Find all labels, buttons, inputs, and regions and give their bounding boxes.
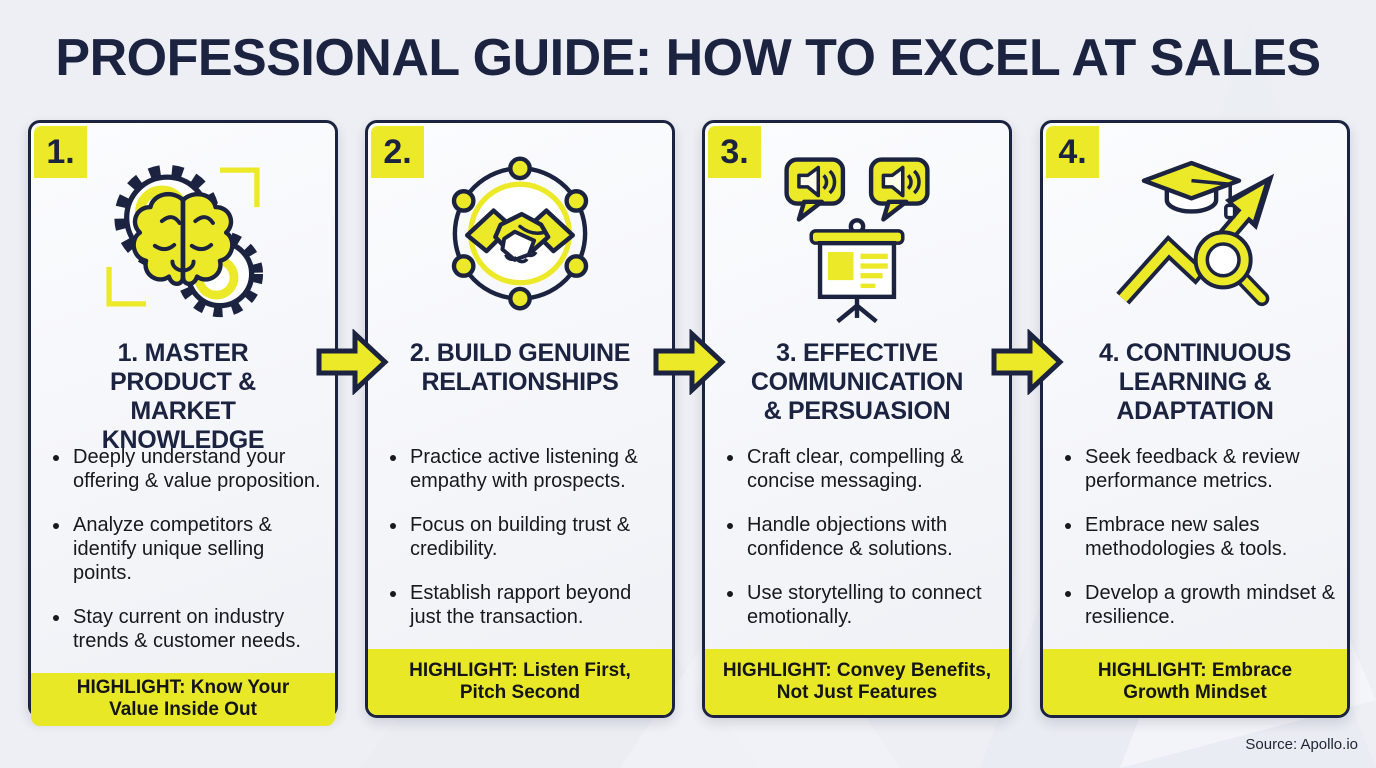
step-card-2: 2. (365, 120, 675, 718)
growth-learning-icon (1116, 161, 1275, 307)
brain-gears-icon (106, 164, 264, 318)
handshake-network-icon (451, 156, 589, 311)
bullet-item: Deeply understand your offering & value … (71, 445, 325, 493)
highlight-bar: HIGHLIGHT: Embrace Growth Mindset (1043, 649, 1347, 715)
step-number-badge: 1. (34, 126, 87, 178)
bullet-item: Use storytelling to connect emotionally. (745, 581, 999, 629)
bullet-list: Deeply understand your offering & value … (71, 445, 325, 673)
presentation-speech-icon (784, 157, 930, 324)
highlight-bar: HIGHLIGHT: Listen First, Pitch Second (368, 649, 672, 715)
step-number-badge: 2. (371, 126, 424, 178)
source-attribution: Source: Apollo.io (1245, 736, 1358, 753)
bullet-item: Develop a growth mindset & resilience. (1083, 581, 1337, 629)
bullet-item: Craft clear, compelling & concise messag… (745, 445, 999, 493)
card-title: 4. CONTINUOUS LEARNING & ADAPTATION (1099, 339, 1291, 426)
step-card-3: 3. (702, 120, 1012, 718)
bullet-list: Seek feedback & review performance metri… (1083, 445, 1337, 649)
flow-arrow-icon (653, 329, 726, 395)
bullet-item: Stay current on industry trends & custom… (71, 605, 325, 653)
step-card-4: 4. 4. CONTINUOUS LEARNING & ADAPTATION (1040, 120, 1350, 718)
bullet-list: Craft clear, compelling & concise messag… (745, 445, 999, 649)
bullet-item: Analyze competitors & identify unique se… (71, 513, 325, 585)
bullet-list: Practice active listening & empathy with… (408, 445, 662, 649)
bullet-item: Practice active listening & empathy with… (408, 445, 662, 493)
bullet-item: Focus on building trust & credibility. (408, 513, 662, 561)
flow-arrow-icon (316, 329, 389, 395)
bullet-item: Handle objections with confidence & solu… (745, 513, 999, 561)
highlight-bar: HIGHLIGHT: Know Your Value Inside Out (31, 673, 335, 726)
highlight-bar: HIGHLIGHT: Convey Benefits, Not Just Fea… (705, 649, 1009, 715)
bullet-item: Embrace new sales methodologies & tools. (1083, 513, 1337, 561)
step-number-badge: 3. (708, 126, 761, 178)
bullet-item: Establish rapport beyond just the transa… (408, 581, 662, 629)
card-title: 3. EFFECTIVE COMMUNICATION & PERSUASION (750, 339, 964, 426)
flow-arrow-icon (991, 329, 1064, 395)
card-title: 1. MASTER PRODUCT & MARKET KNOWLEDGE (101, 339, 265, 454)
bullet-item: Seek feedback & review performance metri… (1083, 445, 1337, 493)
step-card-1: 1. (28, 120, 338, 726)
card-title: 2. BUILD GENUINE RELATIONSHIPS (409, 339, 631, 397)
step-number-badge: 4. (1046, 126, 1099, 178)
page-title: PROFESSIONAL GUIDE: HOW TO EXCEL AT SALE… (55, 29, 1321, 87)
